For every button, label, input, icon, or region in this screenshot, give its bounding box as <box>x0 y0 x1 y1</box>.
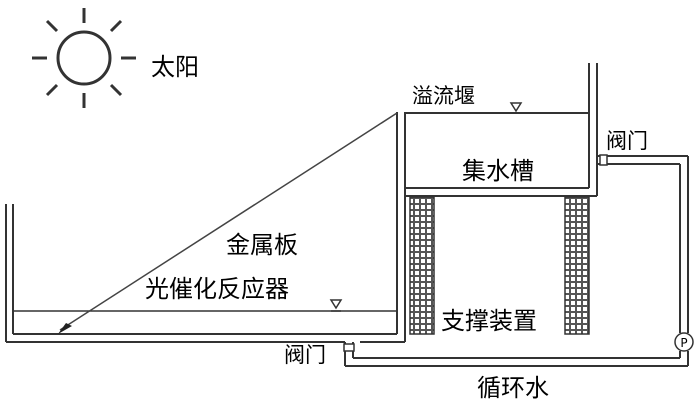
valve-bottom-icon <box>343 343 355 352</box>
collection-tank <box>405 63 598 197</box>
valve-bottom-label: 阀门 <box>284 343 326 367</box>
sun-label: 太阳 <box>151 53 199 81</box>
reactor-label: 光催化反应器 <box>145 275 289 303</box>
support-label: 支撑装置 <box>441 307 537 335</box>
metal-plate <box>59 112 398 331</box>
support-pillar-right <box>564 196 590 335</box>
pump-icon: P <box>674 332 694 352</box>
valve-top-icon <box>599 154 608 166</box>
sun-icon <box>32 8 136 108</box>
valve-top-label: 阀门 <box>606 129 648 153</box>
collection-tank-label: 集水槽 <box>462 157 534 185</box>
reactor-tank <box>5 112 406 343</box>
metal-plate-pivot <box>58 323 72 334</box>
circulation-pipe <box>344 155 689 367</box>
pump-label: P <box>680 336 687 350</box>
metal-plate-label: 金属板 <box>226 231 298 259</box>
water-level-marker-lower <box>329 299 343 312</box>
circulating-water-label: 循环水 <box>477 374 549 402</box>
water-level-marker-upper <box>509 102 523 113</box>
support-pillar-left <box>409 196 435 335</box>
overflow-weir-label: 溢流堰 <box>412 84 475 108</box>
